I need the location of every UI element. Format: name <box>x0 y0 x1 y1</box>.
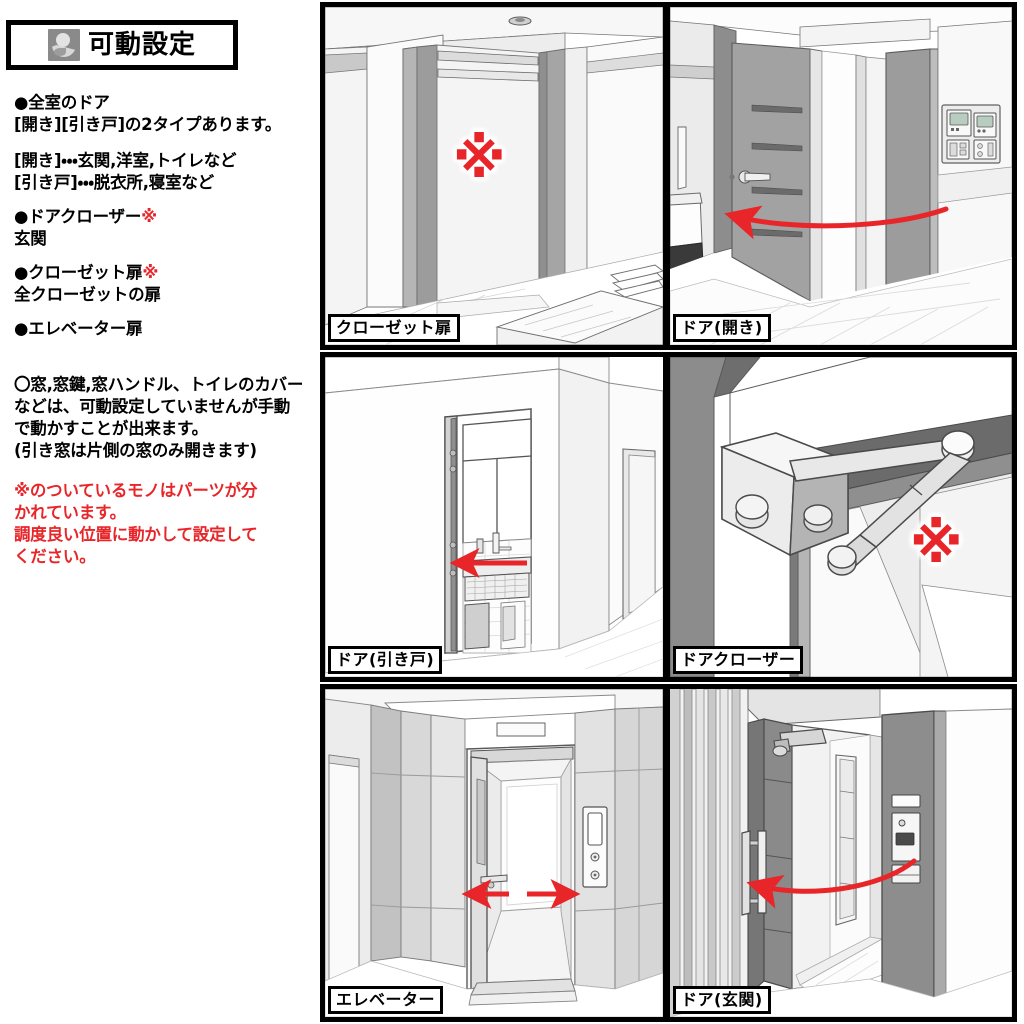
panel-caption: ドアクローザー <box>673 646 804 674</box>
kome-mark-icon: ※ <box>141 207 157 226</box>
elevator-double-arrow-icon <box>461 879 581 909</box>
panel-caption: エレベーター <box>328 986 444 1014</box>
note-kome-explanation: ※のついているモノはパーツが分 かれています。 調度良い位置に動かして設定して … <box>14 481 258 566</box>
door-closer-illustration <box>670 357 1012 677</box>
panel-caption: ドア(開き) <box>673 314 771 342</box>
note-closet-door: ●クローゼット扉※ 全クローゼットの扉 <box>14 262 161 306</box>
sliding-door-arrow-icon <box>449 548 527 578</box>
door-sliding-illustration <box>325 357 663 677</box>
panel-caption: ドア(玄関) <box>673 986 771 1014</box>
kome-mark-icon: ※ <box>453 127 506 190</box>
door-swing-illustration <box>670 7 1012 345</box>
kome-mark-icon: ※ <box>142 263 159 282</box>
closet-door-illustration <box>325 7 663 345</box>
note-door-closer: ●ドアクローザー※ 玄関 <box>14 206 157 250</box>
info-column: 可動設定 ●全室のドア [開き][引き戸]の2タイプあります。 [開き]・・・玄… <box>0 0 318 1024</box>
note-closet-door-label: ●クローゼット扉 <box>14 263 143 282</box>
entrance-door-arrow-icon <box>746 858 917 909</box>
illustration-grid: ※ クローゼット扉 <box>320 0 1024 1024</box>
note-door-types: [開き]・・・玄関,洋室,トイレなど [引き戸]・・・脱衣所,寝室など <box>14 151 237 192</box>
panel-door-closer: ※ ドアクローザー <box>665 352 1017 682</box>
icon-hand-inner-shape <box>53 48 66 56</box>
panel-door-swing: ドア(開き) <box>665 2 1017 350</box>
panel-caption: ドア(引き戸) <box>328 646 443 674</box>
icon-ball-shape <box>55 33 70 47</box>
panel-closet-door: ※ クローゼット扉 <box>320 2 668 350</box>
page-title-box: 可動設定 <box>6 20 238 70</box>
note-manual-items: 〇窓,窓鍵,窓ハンドル、トイレのカバー などは、可動設定していませんが手動 で動… <box>14 375 304 460</box>
note-door-closer-sub: 玄関 <box>14 229 47 248</box>
page-title: 可動設定 <box>87 30 196 60</box>
panel-elevator: エレベーター <box>320 684 668 1022</box>
note-elevator-door: ●エレベーター扉 <box>14 319 143 338</box>
elevator-illustration <box>325 689 663 1017</box>
panel-caption: クローゼット扉 <box>328 314 460 342</box>
panel-door-entrance: ドア(玄関) <box>665 684 1017 1022</box>
note-closet-door-sub: 全クローゼットの扉 <box>14 285 161 304</box>
note-all-room-doors: ●全室のドア [開き][引き戸]の2タイプあります。 <box>14 93 282 134</box>
note-door-closer-label: ●ドアクローザー <box>14 207 142 226</box>
door-swing-arrow-icon <box>724 205 949 240</box>
hand-ball-icon <box>47 29 80 61</box>
panel-door-sliding: ドア(引き戸) <box>320 352 668 682</box>
kome-mark-icon: ※ <box>910 512 963 575</box>
door-entrance-illustration <box>670 689 1012 1017</box>
